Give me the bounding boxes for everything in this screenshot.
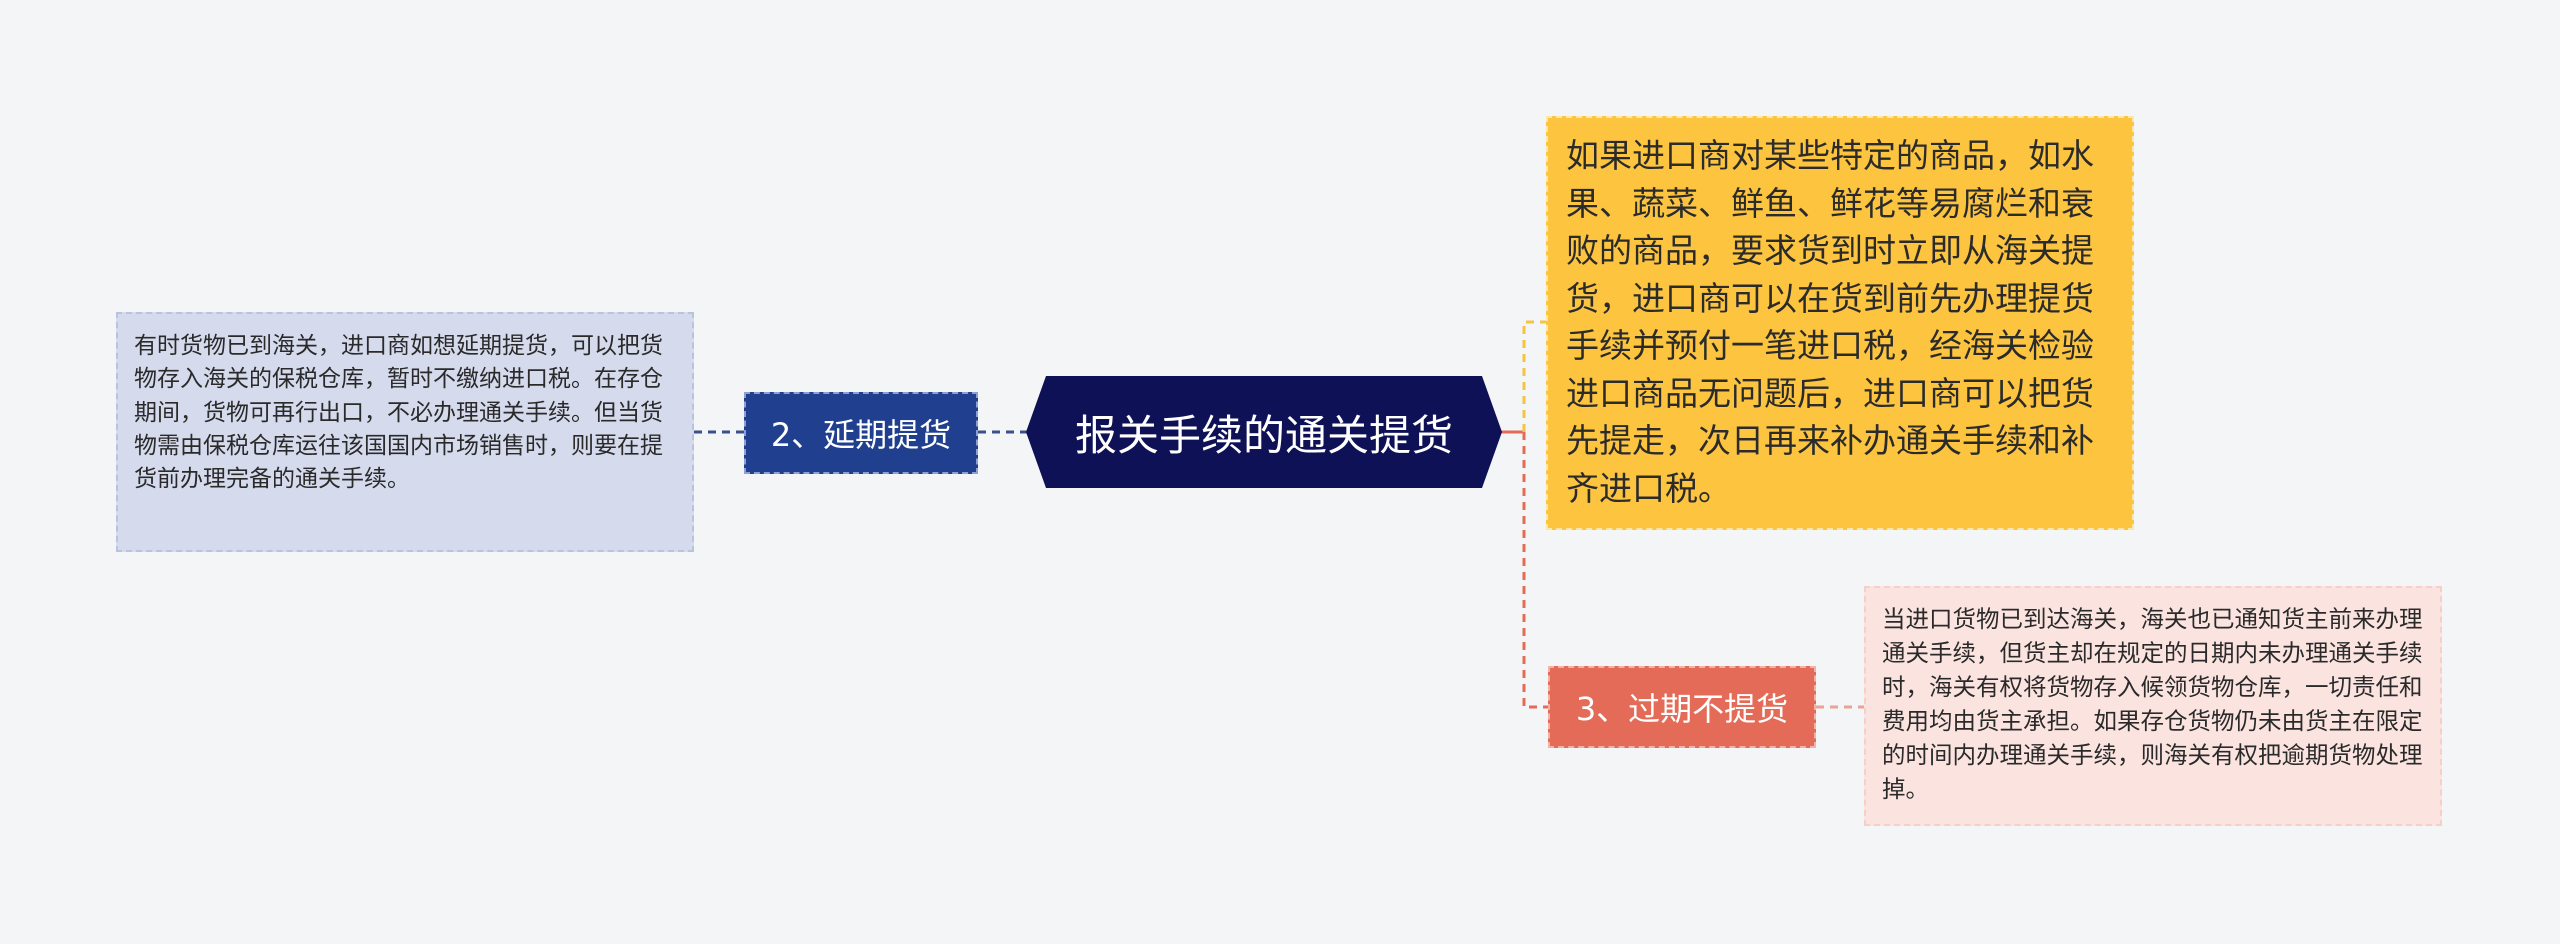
connector-leaf-top xyxy=(1522,320,1546,432)
branch-delayed-pickup[interactable]: 2、延期提货 xyxy=(744,392,978,474)
branch-overdue-pickup[interactable]: 3、过期不提货 xyxy=(1548,666,1816,748)
center-topic-shape xyxy=(1026,376,1502,488)
center-topic[interactable]: 报关手续的通关提货 xyxy=(1026,376,1502,488)
leaf-delayed-pickup-detail[interactable]: 有时货物已到海关，进口商如想延期提货，可以把货物存入海关的保税仓库，暂时不缴纳进… xyxy=(116,312,694,552)
connector-branch-right xyxy=(1522,432,1548,709)
leaf-overdue-pickup-detail[interactable]: 当进口货物已到达海关，海关也已通知货主前来办理通关手续，但货主却在规定的日期内未… xyxy=(1864,586,2442,826)
branch-overdue-pickup-label: 3、过期不提货 xyxy=(1575,690,1789,728)
branch-delayed-pickup-label: 2、延期提货 xyxy=(770,416,952,454)
leaf-overdue-pickup-text: 当进口货物已到达海关，海关也已通知货主前来办理通关手续，但货主却在规定的日期内未… xyxy=(1882,605,2423,804)
leaf-immediate-pickup-detail[interactable]: 如果进口商对某些特定的商品，如水果、蔬菜、鲜鱼、鲜花等易腐烂和衰败的商品，要求货… xyxy=(1546,116,2134,530)
leaf-immediate-pickup-text: 如果进口商对某些特定的商品，如水果、蔬菜、鲜鱼、鲜花等易腐烂和衰败的商品，要求货… xyxy=(1566,136,2094,508)
leaf-delayed-pickup-text: 有时货物已到海关，进口商如想延期提货，可以把货物存入海关的保税仓库，暂时不缴纳进… xyxy=(134,333,663,493)
center-topic-label: 报关手续的通关提货 xyxy=(1074,410,1453,460)
